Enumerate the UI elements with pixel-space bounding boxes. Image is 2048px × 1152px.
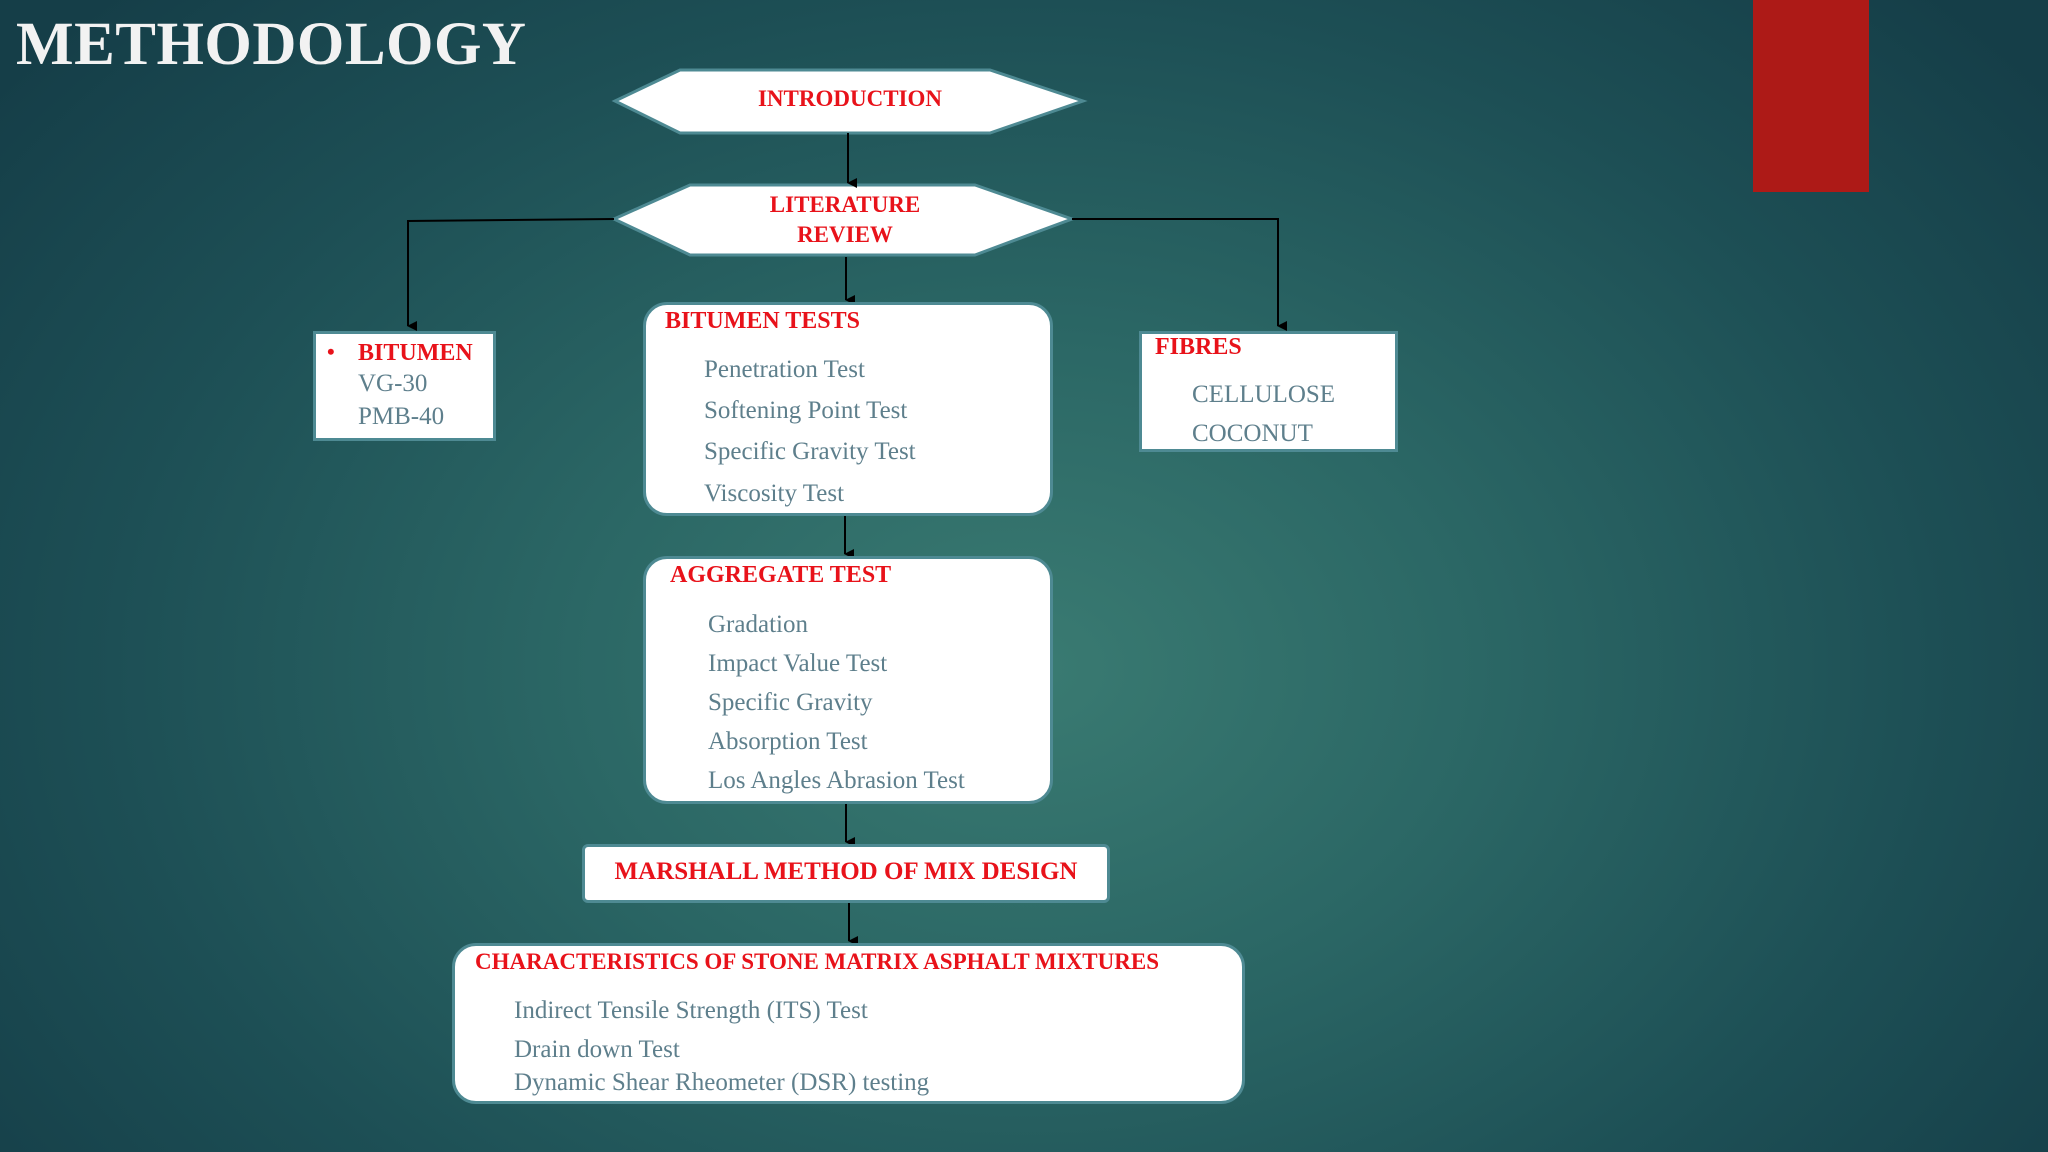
characteristics-item: Indirect Tensile Strength (ITS) Test — [514, 997, 868, 1024]
bitumen-item: PMB-40 — [358, 403, 445, 430]
characteristics-heading: CHARACTERISTICS OF STONE MATRIX ASPHALT … — [475, 949, 1159, 974]
aggregate-test-item: Los Angles Abrasion Test — [708, 767, 965, 794]
slide-title: METHODOLOGY — [16, 11, 527, 78]
characteristics-item: Drain down Test — [514, 1036, 680, 1063]
aggregate-test-box — [643, 556, 1053, 804]
bitumen-test-item: Softening Point Test — [704, 397, 908, 424]
aggregate-test-heading: AGGREGATE TEST — [670, 562, 892, 588]
bitumen-item: VG-30 — [358, 370, 428, 397]
introduction-label: INTRODUCTION — [757, 86, 943, 111]
characteristics-box — [452, 943, 1245, 1104]
bitumen-test-item: Penetration Test — [704, 356, 865, 383]
aggregate-test-item: Impact Value Test — [708, 650, 888, 677]
aggregate-test-item: Absorption Test — [708, 728, 868, 755]
introduction-hexagon — [611, 68, 1088, 135]
bitumen-bullet: • — [327, 339, 335, 364]
marshall-box — [582, 844, 1110, 903]
accent-bar — [1753, 0, 1869, 192]
bitumen-test-item: Viscosity Test — [704, 480, 845, 507]
fibres-heading: FIBRES — [1155, 334, 1242, 360]
arrow-literature-to-bitumen — [407, 218, 615, 331]
literature-review-label: LITERATURE REVIEW — [690, 190, 1000, 250]
fibres-item: COCONUT — [1192, 420, 1313, 447]
aggregate-test-item: Gradation — [708, 611, 808, 638]
bitumen-heading: BITUMEN — [358, 340, 473, 366]
fibres-box — [1139, 331, 1398, 452]
bitumen-test-item: Specific Gravity Test — [704, 438, 916, 465]
literature-label-line2: REVIEW — [797, 222, 893, 247]
characteristics-item: Dynamic Shear Rheometer (DSR) testing — [514, 1069, 930, 1096]
aggregate-test-item: Specific Gravity — [708, 689, 873, 716]
bitumen-tests-heading: BITUMEN TESTS — [665, 308, 860, 334]
arrow-literature-to-fibres — [1072, 218, 1287, 331]
literature-label-line1: LITERATURE — [769, 192, 921, 217]
fibres-item: CELLULOSE — [1192, 381, 1336, 408]
bitumen-box — [313, 331, 496, 441]
marshall-heading: MARSHALL METHOD OF MIX DESIGN — [614, 858, 1078, 885]
bitumen-tests-box — [643, 302, 1053, 516]
